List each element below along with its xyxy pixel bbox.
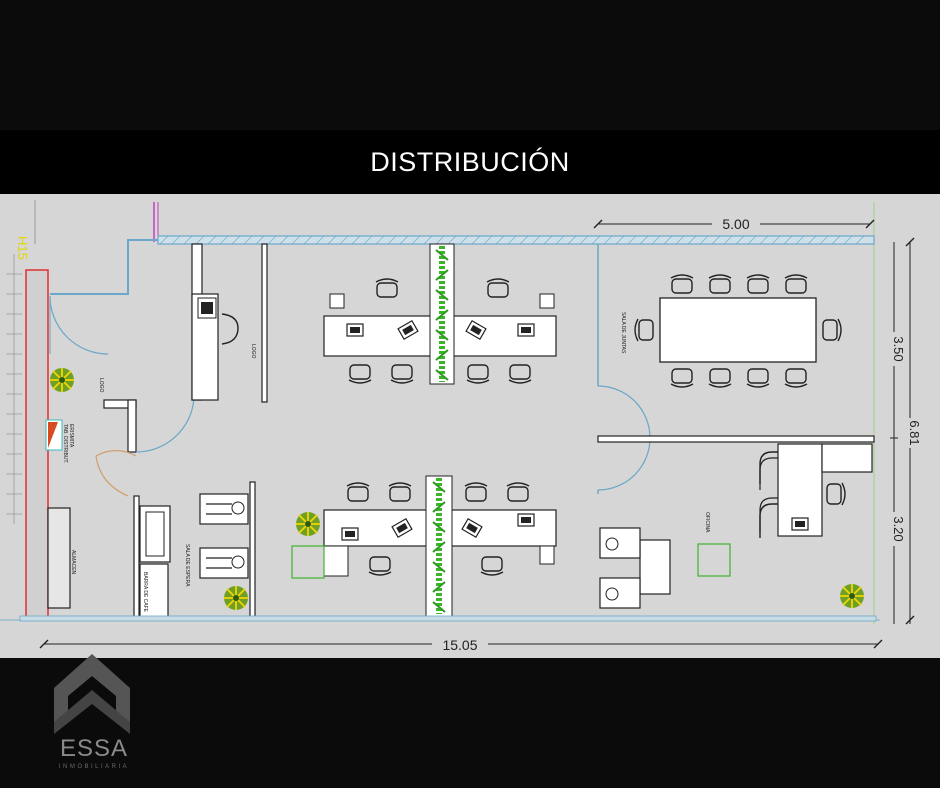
plant-icon	[223, 585, 249, 611]
top-band	[0, 0, 940, 130]
dimension-right-total: 6.81	[907, 420, 922, 445]
room-label-almacen: ALMACEN	[70, 550, 76, 575]
floor-plan-drawing: 5.00 H15 LOGO TAB. DISTRIBUT. ERISMITA L…	[0, 200, 922, 653]
bottom-band	[0, 658, 940, 788]
room-label-barra-cafe: BARRA DE CAFE	[142, 572, 148, 613]
room-label-sala-espera: SALA DE ESPERA	[184, 544, 190, 587]
brand-tagline: INMOBILIARIA	[58, 764, 130, 770]
room-label-sala-juntas: SALA DE JUNTAS	[620, 312, 626, 354]
plant-icon	[295, 511, 321, 537]
room-label-oficina: OFICINA	[704, 512, 710, 533]
plant-icon	[839, 583, 865, 609]
room-label-red-1: TAB. DISTRIBUT.	[62, 424, 68, 463]
title-bar: DISTRIBUCIÓN	[0, 130, 940, 194]
room-label-logo-left: LOGO	[98, 378, 104, 393]
brand-logo-icon	[54, 654, 130, 734]
grid-label: H15	[15, 236, 30, 260]
dimension-right-lower: 3.20	[891, 516, 906, 541]
floor-plan: 5.00 H15 LOGO TAB. DISTRIBUT. ERISMITA L…	[0, 194, 940, 658]
brand-name: ESSA	[59, 735, 129, 762]
dimension-right-upper: 3.50	[891, 336, 906, 361]
plant-icon	[49, 367, 75, 393]
room-label-logo-center: LOGO	[250, 344, 256, 359]
dimension-top: 5.00	[722, 216, 749, 232]
page-title: DISTRIBUCIÓN	[370, 146, 570, 177]
dimension-bottom: 15.05	[442, 637, 477, 653]
room-label-red-2: ERISMITA	[68, 424, 74, 448]
